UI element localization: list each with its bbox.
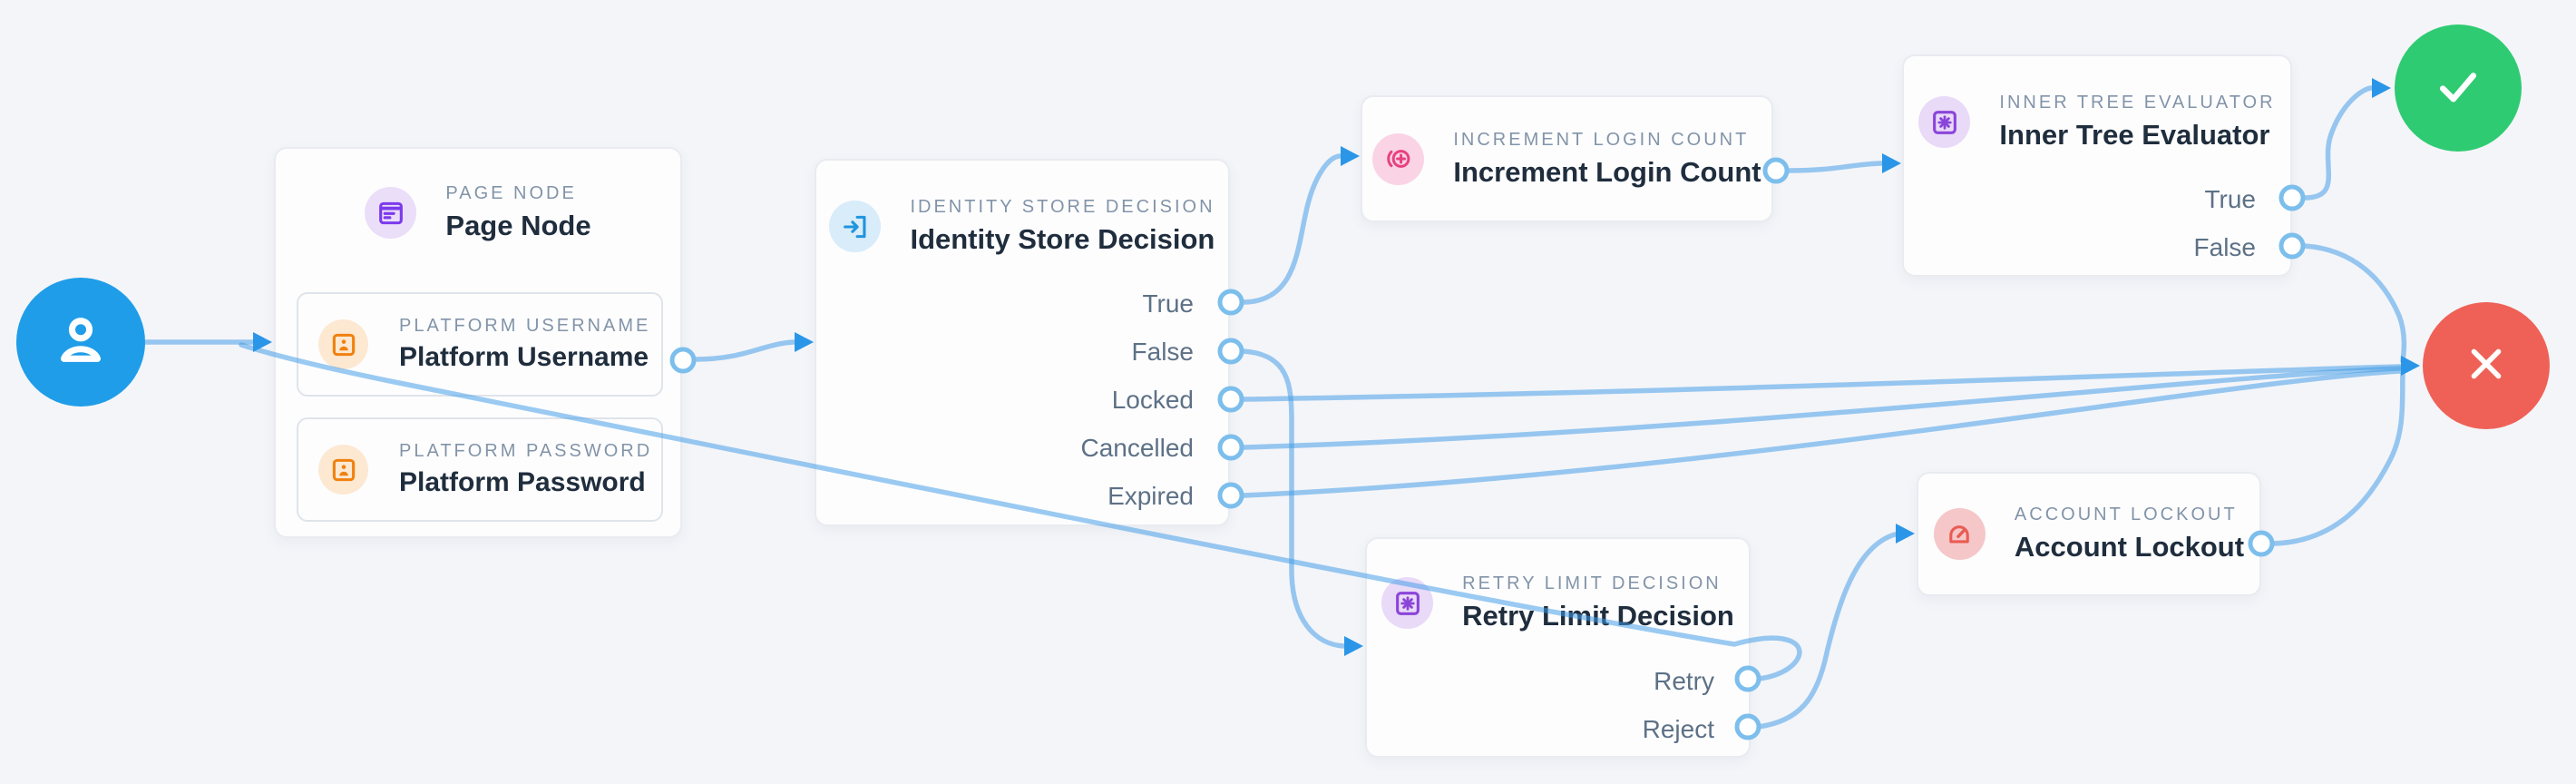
outcome-label: Cancelled (1080, 434, 1194, 462)
node-title: Account Lockout (2014, 531, 2245, 563)
arrowhead-increment-input (1341, 146, 1360, 166)
edge-inner-false-to-failure[interactable] (2302, 243, 2407, 364)
arrowhead-identity-store-input (795, 332, 814, 352)
node-title: Inner Tree Evaluator (1999, 119, 2270, 151)
outcome-true: True (816, 280, 1228, 328)
id-badge-icon (318, 319, 368, 369)
node-retry-limit-decision[interactable]: RETRY LIMIT DECISION Retry Limit Decisio… (1365, 537, 1751, 758)
outcome-expired: Expired (816, 473, 1228, 520)
node-page-node[interactable]: PAGE NODE Page Node PLATFORM USERNAME Pl… (274, 147, 682, 538)
success-node[interactable] (2395, 24, 2522, 152)
edge-identity-cancelled-to-failure[interactable] (1241, 366, 2403, 450)
node-type-label: RETRY LIMIT DECISION (1462, 573, 1722, 593)
edge-identity-false-to-retry[interactable] (1240, 348, 1346, 649)
edge-page-node-to-identity-store[interactable] (692, 339, 796, 362)
outcome-locked: Locked (816, 377, 1228, 424)
node-title: Identity Store Decision (910, 223, 1215, 255)
edge-reject-to-account-lockout[interactable] (1755, 532, 1898, 730)
x-icon (2462, 339, 2511, 393)
node-type-label: PLATFORM PASSWORD (399, 441, 653, 461)
outcome-false: False (1904, 224, 2290, 271)
outcome-retry: Retry (1367, 658, 1749, 705)
gear-square-icon (1918, 96, 1971, 148)
outcome-label: Expired (1107, 482, 1194, 510)
edge-identity-true-to-increment[interactable] (1240, 153, 1342, 305)
node-title: Increment Login Count (1453, 155, 1761, 188)
node-platform-password[interactable]: PLATFORM PASSWORD Platform Password (297, 417, 663, 522)
outcome-cancelled: Cancelled (816, 425, 1228, 472)
node-type-label: PLATFORM USERNAME (399, 316, 651, 336)
outcome-label: Reject (1642, 715, 1714, 743)
failure-node[interactable] (2423, 302, 2550, 429)
node-identity-store-decision[interactable]: IDENTITY STORE DECISION Identity Store D… (815, 159, 1230, 526)
edge-inner-true-to-success[interactable] (2300, 85, 2374, 201)
arrowhead-success-input (2372, 78, 2391, 98)
outcome-label: Retry (1654, 667, 1714, 695)
check-icon (2430, 58, 2486, 119)
arrowhead-inner-tree-input (1882, 153, 1901, 173)
node-increment-login-count[interactable]: INCREMENT LOGIN COUNT Increment Login Co… (1361, 95, 1773, 222)
edge-account-lockout-to-failure[interactable] (2270, 371, 2405, 546)
outcome-false: False (816, 328, 1228, 376)
node-title: Retry Limit Decision (1462, 600, 1734, 632)
node-title: Page Node (445, 210, 591, 241)
login-icon (829, 201, 882, 252)
node-inner-tree-evaluator[interactable]: INNER TREE EVALUATOR Inner Tree Evaluato… (1902, 54, 2292, 277)
node-title: Platform Username (399, 342, 649, 372)
outcome-true: True (1904, 176, 2290, 223)
gear-square-icon (1381, 577, 1434, 629)
outcome-reject: Reject (1367, 706, 1749, 753)
node-platform-username[interactable]: PLATFORM USERNAME Platform Username (297, 292, 663, 397)
arrowhead-failure-input (2401, 356, 2420, 376)
arrowhead-retry-limit-input (1344, 636, 1363, 656)
node-account-lockout[interactable]: ACCOUNT LOCKOUT Account Lockout (1917, 472, 2261, 596)
outcome-label: False (1131, 338, 1194, 366)
gauge-icon (1933, 508, 1986, 560)
arrowhead-page-node-input (253, 332, 272, 352)
node-title: Platform Password (399, 467, 646, 497)
outcome-label: False (2193, 233, 2256, 261)
increment-circle-icon (1372, 132, 1425, 185)
arrowhead-account-lockout-input (1896, 524, 1915, 544)
node-type-label: IDENTITY STORE DECISION (910, 197, 1215, 217)
outcome-label: True (1142, 289, 1194, 318)
edge-identity-locked-to-failure[interactable] (1241, 364, 2403, 402)
node-type-label: PAGE NODE (445, 183, 577, 203)
edge-increment-to-inner-tree[interactable] (1786, 161, 1884, 173)
user-icon (47, 307, 114, 378)
id-badge-icon (318, 445, 368, 495)
outcome-label: Locked (1111, 386, 1194, 414)
outcome-label: True (2204, 185, 2256, 213)
form-page-icon (365, 187, 417, 239)
node-type-label: ACCOUNT LOCKOUT (2014, 505, 2238, 524)
start-node[interactable] (16, 278, 145, 407)
node-type-label: INNER TREE EVALUATOR (1999, 93, 2276, 113)
node-type-label: INCREMENT LOGIN COUNT (1453, 129, 1750, 150)
